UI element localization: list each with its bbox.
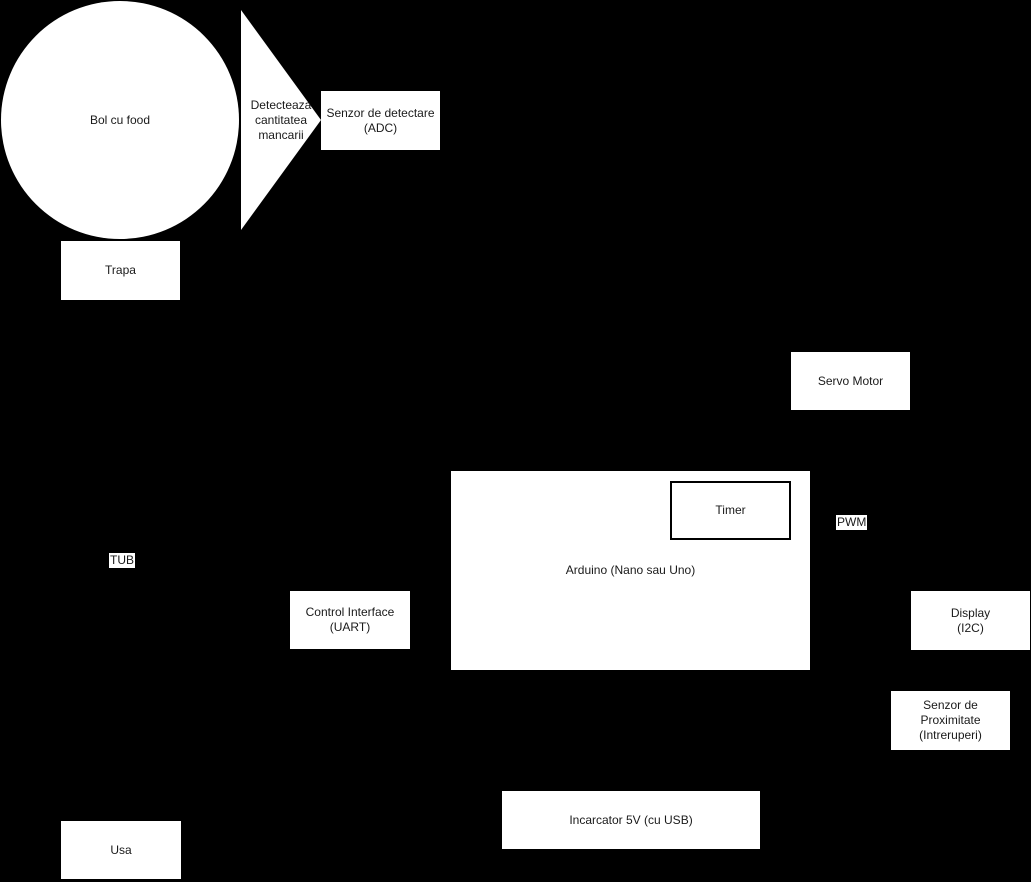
trapa-node: Trapa (61, 241, 180, 300)
usa-label: Usa (110, 842, 132, 857)
usa-node: Usa (61, 821, 181, 879)
timer-label: Timer (715, 503, 746, 517)
bowl-label: Bol cu food (89, 112, 151, 127)
arduino-node: Arduino (Nano sau Uno) Timer (451, 471, 810, 670)
pwm-edge-label: PWM (836, 515, 868, 530)
sensor-adc-node: Senzor de detectare (ADC) (321, 91, 440, 150)
trapa-label: Trapa (105, 263, 136, 277)
sensor-adc-label: Senzor de detectare (ADC) (326, 105, 435, 135)
charger-node: Incarcator 5V (cu USB) (502, 791, 760, 849)
bowl-node: Bol cu food (1, 1, 239, 239)
display-node: Display (I2C) (911, 591, 1030, 650)
tub-edge-label: TUB (109, 553, 135, 568)
display-label: Display (I2C) (950, 605, 991, 635)
charger-label: Incarcator 5V (cu USB) (569, 812, 693, 827)
proximity-sensor-label: Senzor de Proximitate (Intreruperi) (919, 698, 982, 742)
timer-node: Timer (670, 481, 791, 540)
proximity-sensor-node: Senzor de Proximitate (Intreruperi) (891, 691, 1010, 750)
detect-arrow-node: Detecteaza cantitatea mancarii (241, 10, 321, 230)
control-interface-node: Control Interface (UART) (290, 591, 410, 649)
control-interface-label: Control Interface (UART) (305, 605, 395, 634)
servo-motor-label: Servo Motor (817, 373, 884, 388)
arduino-label: Arduino (Nano sau Uno) (565, 563, 696, 577)
servo-motor-node: Servo Motor (791, 352, 910, 410)
detect-arrow-label: Detecteaza cantitatea mancarii (250, 97, 312, 142)
